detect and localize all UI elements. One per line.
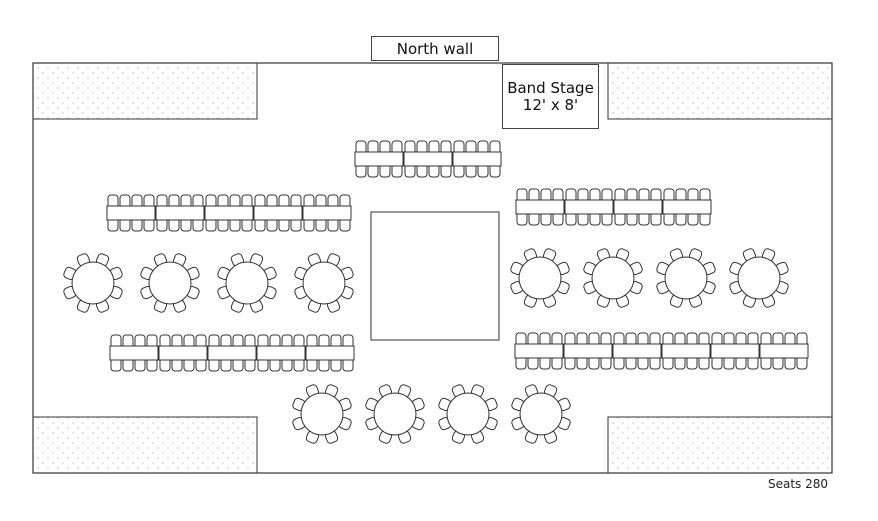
round-table	[294, 253, 354, 313]
banquet-table	[514, 332, 564, 370]
banquet-table	[710, 332, 760, 370]
round-table	[438, 384, 498, 444]
round-table-top	[519, 392, 563, 436]
round-table	[140, 253, 200, 313]
banquet-table	[305, 334, 355, 372]
round-table-top	[148, 261, 192, 305]
table-top	[661, 343, 711, 359]
round-table-top	[71, 261, 115, 305]
round-table-top	[225, 261, 269, 305]
table-top	[514, 343, 564, 359]
round-table	[510, 248, 570, 308]
table-top	[155, 205, 205, 221]
table-top	[403, 151, 453, 167]
table-top	[302, 205, 352, 221]
table-top	[759, 343, 809, 359]
round-table	[656, 248, 716, 308]
banquet-table	[106, 194, 156, 232]
banquet-table	[452, 140, 502, 178]
banquet-table	[563, 332, 613, 370]
banquet-table	[109, 334, 159, 372]
banquet-table	[759, 332, 809, 370]
corner-area-bottom-left	[32, 416, 258, 474]
corner-area-top-left	[32, 62, 258, 120]
banquet-table	[256, 334, 306, 372]
round-table	[511, 384, 571, 444]
banquet-table	[564, 188, 614, 226]
banquet-table	[302, 194, 352, 232]
seat-count: Seats 280	[767, 477, 828, 491]
table-top	[106, 205, 156, 221]
banquet-table	[155, 194, 205, 232]
table-top	[354, 151, 404, 167]
table-top	[612, 343, 662, 359]
banquet-table	[403, 140, 453, 178]
corner-area-top-right	[607, 62, 833, 120]
table-top	[613, 199, 663, 215]
banquet-table	[613, 188, 663, 226]
table-top	[662, 199, 712, 215]
table-top	[256, 345, 306, 361]
round-table	[365, 384, 425, 444]
table-top	[710, 343, 760, 359]
table-top	[253, 205, 303, 221]
banquet-table	[662, 188, 712, 226]
round-table	[583, 248, 643, 308]
table-top	[207, 345, 257, 361]
banquet-table	[661, 332, 711, 370]
round-table	[217, 253, 277, 313]
round-table-top	[373, 392, 417, 436]
round-table-top	[446, 392, 490, 436]
table-top	[452, 151, 502, 167]
table-top	[109, 345, 159, 361]
round-table	[63, 253, 123, 313]
banquet-table	[612, 332, 662, 370]
round-table-top	[300, 392, 344, 436]
band-stage-name: Band Stage	[507, 78, 594, 97]
furniture-layer	[63, 140, 809, 444]
round-table	[729, 248, 789, 308]
table-top	[563, 343, 613, 359]
round-table-top	[664, 256, 708, 300]
corner-area-bottom-right	[607, 416, 833, 474]
north-wall-text: North wall	[396, 39, 474, 58]
banquet-table	[158, 334, 208, 372]
banquet-table	[207, 334, 257, 372]
dance-floor	[370, 211, 500, 341]
band-stage: Band Stage 12' x 8'	[502, 64, 599, 129]
table-top	[158, 345, 208, 361]
round-table-top	[302, 261, 346, 305]
table-top	[564, 199, 614, 215]
round-table-top	[518, 256, 562, 300]
banquet-table	[515, 188, 565, 226]
banquet-table	[354, 140, 404, 178]
band-stage-size: 12' x 8'	[522, 95, 579, 114]
table-top	[305, 345, 355, 361]
banquet-table	[204, 194, 254, 232]
round-table-top	[737, 256, 781, 300]
round-table-top	[591, 256, 635, 300]
north-wall-label: North wall	[371, 36, 499, 61]
table-top	[204, 205, 254, 221]
table-top	[515, 199, 565, 215]
round-table	[292, 384, 352, 444]
banquet-table	[253, 194, 303, 232]
